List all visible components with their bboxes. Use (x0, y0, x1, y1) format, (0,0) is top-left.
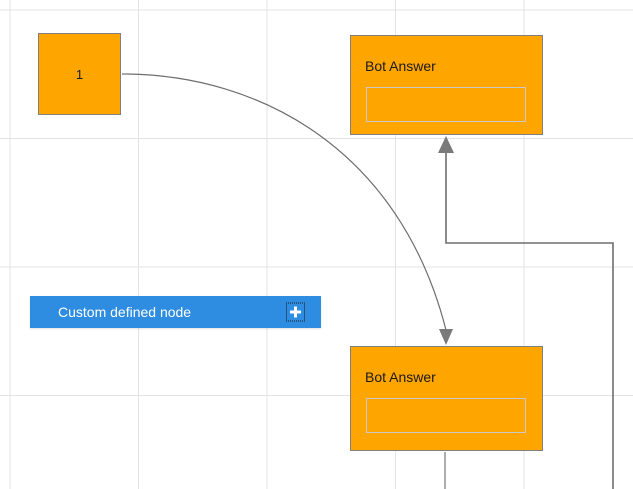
custom-defined-node-button[interactable]: Custom defined node (30, 296, 321, 328)
node-bot-answer-bottom[interactable]: Bot Answer (350, 346, 543, 451)
node-1-label: 1 (75, 66, 84, 82)
plus-icon[interactable] (286, 302, 305, 322)
node-bot-answer-top[interactable]: Bot Answer (350, 35, 543, 135)
custom-defined-node-label: Custom defined node (58, 304, 192, 320)
node-bot-answer-top-title: Bot Answer (365, 58, 436, 74)
node-bot-answer-bottom-slot[interactable] (366, 398, 526, 433)
node-bot-answer-bottom-title: Bot Answer (365, 369, 436, 385)
node-1[interactable]: 1 (38, 33, 121, 115)
node-bot-answer-top-slot[interactable] (366, 87, 526, 122)
plus-icon-vertical (294, 306, 297, 318)
